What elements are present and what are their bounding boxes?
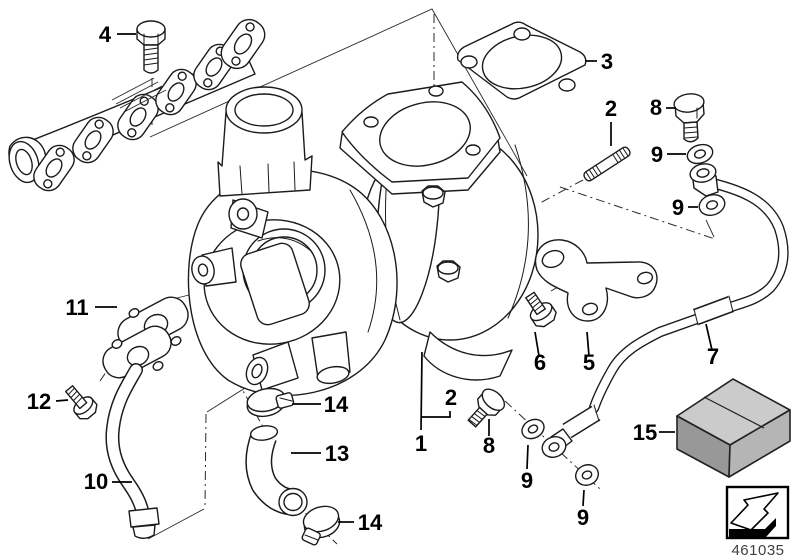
washer-9-bottom-right-drawing: [574, 464, 600, 486]
callout-9-bottom-right[interactable]: 9: [577, 505, 589, 530]
washer-9-second-drawing: [698, 193, 726, 217]
callout-15[interactable]: 15: [633, 420, 657, 445]
washer-9-top-drawing: [686, 143, 714, 165]
diagram-part-number: 461035: [731, 542, 784, 559]
callout-9-bottom-center[interactable]: 9: [521, 468, 533, 493]
support-bracket-5-drawing: [534, 239, 658, 322]
hose-clamp-14-top-drawing: [246, 387, 295, 418]
bracket-bolt-6-drawing: [525, 291, 557, 328]
direction-arrow-icon: [729, 492, 779, 537]
return-bolt-12-drawing: [64, 385, 98, 420]
callout-9-second[interactable]: 9: [672, 195, 684, 220]
hose-clamp-14-bottom-drawing: [301, 505, 341, 546]
manifold-bolt-4-drawing: [136, 20, 166, 74]
callout-2-center[interactable]: 2: [445, 385, 457, 410]
oil-return-pipe-10-drawing: [102, 325, 172, 539]
callout-13[interactable]: 13: [325, 441, 349, 466]
hatch-marks: [111, 77, 167, 113]
stud-2-drawing: [583, 146, 631, 182]
callout-4[interactable]: 4: [99, 22, 112, 47]
callout-14-bottom[interactable]: 14: [358, 510, 383, 535]
turbine-gasket-3-drawing: [456, 21, 587, 100]
direction-legend: 461035: [725, 485, 790, 559]
callout-8-top[interactable]: 8: [650, 95, 662, 120]
callout-14-top[interactable]: 14: [324, 392, 349, 417]
leader-lines: [55, 33, 713, 523]
callout-7[interactable]: 7: [707, 344, 719, 369]
exhaust-manifold-drawing: [8, 18, 266, 192]
turbocharger-drawing: [187, 81, 539, 397]
banjo-bolt-8-bottom-drawing: [467, 388, 506, 428]
housing-stud: [421, 185, 461, 283]
callout-12[interactable]: 12: [27, 389, 51, 414]
washer-9-bottom-center-drawing: [521, 418, 545, 440]
callout-8-bottom[interactable]: 8: [483, 433, 495, 458]
oil-feed-pipe-7-drawing: [541, 163, 789, 458]
hose-13-drawing: [245, 425, 308, 517]
callout-2-top[interactable]: 2: [605, 96, 617, 121]
callout-5[interactable]: 5: [583, 350, 595, 375]
box-right-face: [728, 409, 791, 478]
callout-11[interactable]: 11: [65, 295, 88, 320]
banjo-bolt-8-top-drawing: [673, 93, 705, 143]
gasket-set-box-15-drawing: [676, 378, 791, 478]
callout-10[interactable]: 10: [84, 469, 108, 494]
callout-labels: 4 3 2 8 9 9 11 6 5 7 12 14 13 14 10 1 2 …: [27, 22, 719, 535]
callout-6[interactable]: 6: [534, 350, 546, 375]
callout-1[interactable]: 1: [415, 431, 427, 456]
callout-3[interactable]: 3: [601, 49, 613, 74]
callout-9-top[interactable]: 9: [651, 142, 663, 167]
